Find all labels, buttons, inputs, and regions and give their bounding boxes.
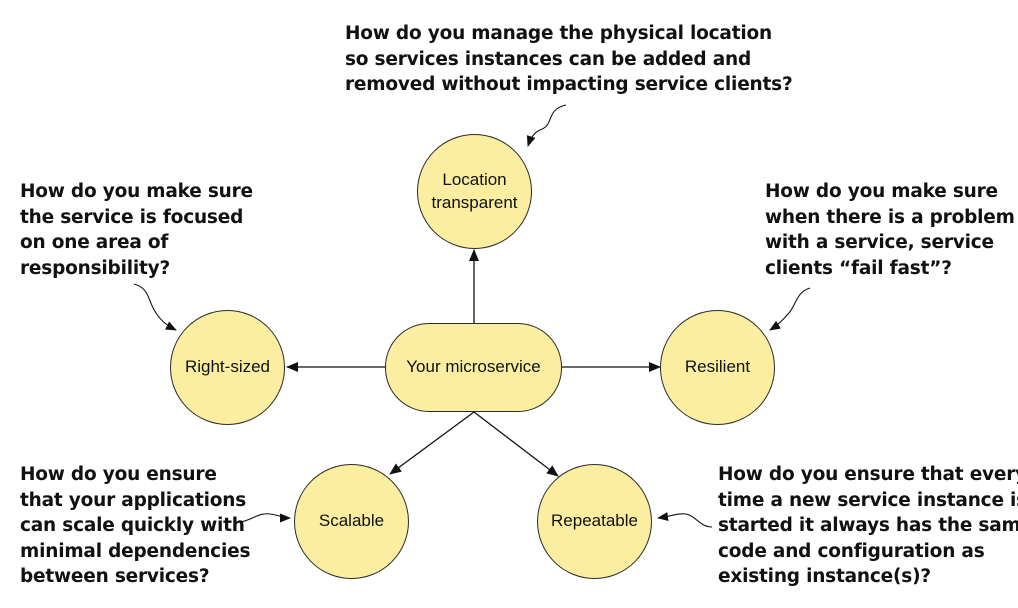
question-resilient: How do you make sure when there is a pro…: [765, 179, 1015, 281]
location-transparent-label: Location transparent: [432, 169, 518, 215]
question-line: code and configuration as: [718, 540, 985, 562]
right-sized-label: Right-sized: [184, 357, 271, 377]
question-line: minimal dependencies: [20, 540, 251, 562]
question-right-sized: How do you make sure the service is focu…: [20, 179, 253, 281]
callout-resilient: [769, 287, 811, 331]
resilient-label: Resilient: [684, 357, 751, 377]
question-line: responsibility?: [20, 257, 171, 279]
location-label-line2: transparent: [431, 192, 518, 212]
question-line: How do you manage the physical location: [345, 23, 772, 44]
question-line: can scale quickly with: [20, 515, 245, 536]
question-line: How do you ensure: [20, 464, 217, 485]
your-microservice-node: Your microservice: [385, 323, 562, 412]
question-repeatable: How do you ensure that every time a new …: [718, 462, 1018, 590]
question-line: How do you ensure that every: [718, 464, 1018, 485]
callout-repeatable: [657, 512, 713, 528]
scalable-label: Scalable: [318, 511, 385, 531]
arrow-to-repeatable: [473, 411, 559, 477]
question-line: on one area of: [20, 232, 169, 253]
question-line: clients “fail fast”?: [765, 257, 952, 279]
resilient-node: Resilient: [660, 310, 775, 425]
scalable-node: Scalable: [294, 464, 409, 579]
location-transparent-node: Location transparent: [417, 134, 532, 249]
question-line: so services instances can be added and: [345, 48, 751, 70]
question-line: How do you make sure: [20, 181, 253, 202]
arrow-to-scalable: [389, 411, 475, 475]
question-line: the service is focused: [20, 206, 244, 228]
repeatable-node: Repeatable: [537, 464, 652, 579]
callout-scalable: [237, 513, 291, 523]
question-line: removed without impacting service client…: [345, 74, 793, 95]
question-line: with a service, service: [765, 232, 994, 253]
repeatable-label: Repeatable: [551, 511, 638, 531]
question-line: started it always has the same: [718, 515, 1018, 536]
right-sized-node: Right-sized: [170, 310, 285, 425]
question-line: existing instance(s)?: [718, 566, 931, 587]
question-line: time a new service instance is: [718, 489, 1018, 511]
question-line: How do you make sure: [765, 181, 998, 202]
location-label-line1: Location: [442, 169, 507, 189]
your-microservice-label: Your microservice: [406, 357, 541, 377]
question-scalable: How do you ensure that your applications…: [20, 462, 250, 590]
question-line: when there is a problem: [765, 206, 1015, 228]
callout-right-sized: [133, 283, 177, 331]
question-location: How do you manage the physical location …: [345, 21, 793, 98]
question-line: between services?: [20, 566, 210, 587]
callout-location: [526, 104, 567, 147]
question-line: that your applications: [20, 489, 247, 511]
